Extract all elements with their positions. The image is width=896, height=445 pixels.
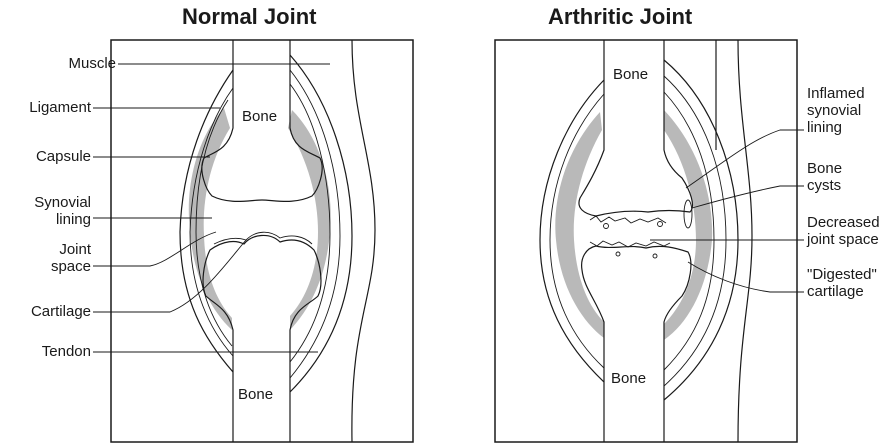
arthritic-capsule-left	[555, 112, 604, 338]
arthritic-bone-cyst-1	[604, 224, 609, 229]
arthritic-joint-title: Arthritic Joint	[548, 4, 692, 30]
label-muscle: Muscle	[68, 55, 116, 72]
label-arthritic-bone-bottom: Bone	[611, 370, 646, 387]
label-ligament: Ligament	[29, 99, 91, 116]
arthritic-muscle-outline	[738, 40, 752, 442]
normal-joint-title: Normal Joint	[182, 4, 316, 30]
arthritic-bone-cyst-right	[684, 200, 692, 228]
normal-capsule-right	[288, 110, 331, 330]
normal-joint-illustration	[93, 40, 413, 442]
label-arthritic-bone-top: Bone	[613, 66, 648, 83]
normal-muscle-outline	[352, 40, 375, 442]
normal-bone-bottom	[203, 235, 321, 442]
label-synovial-lining: Synovial lining	[34, 194, 91, 228]
normal-joint-frame	[111, 40, 413, 442]
arthritic-cartilage-top	[590, 216, 666, 223]
normal-cartilage	[214, 232, 312, 244]
normal-leader-cartilage	[93, 240, 246, 312]
label-normal-bone-top: Bone	[242, 108, 277, 125]
label-inflamed-synovial-lining: Inflamed synovial lining	[807, 85, 865, 136]
label-capsule: Capsule	[36, 148, 91, 165]
arthritic-joint-illustration	[495, 40, 804, 442]
arthritic-bone-cyst-4	[653, 254, 657, 258]
label-joint-space: Joint space	[51, 241, 91, 275]
arthritic-capsule-right	[664, 110, 712, 340]
label-digested-cartilage: "Digested" cartilage	[807, 266, 877, 300]
label-cartilage: Cartilage	[31, 303, 91, 320]
arthritic-bone-cyst-2	[658, 222, 663, 227]
label-normal-bone-bottom: Bone	[238, 386, 273, 403]
label-decreased-joint-space: Decreased joint space	[807, 214, 880, 248]
arthritic-bone-bottom	[582, 246, 691, 442]
arthritic-bone-cyst-3	[616, 252, 620, 256]
label-bone-cysts: Bone cysts	[807, 160, 842, 194]
label-tendon: Tendon	[42, 343, 91, 360]
